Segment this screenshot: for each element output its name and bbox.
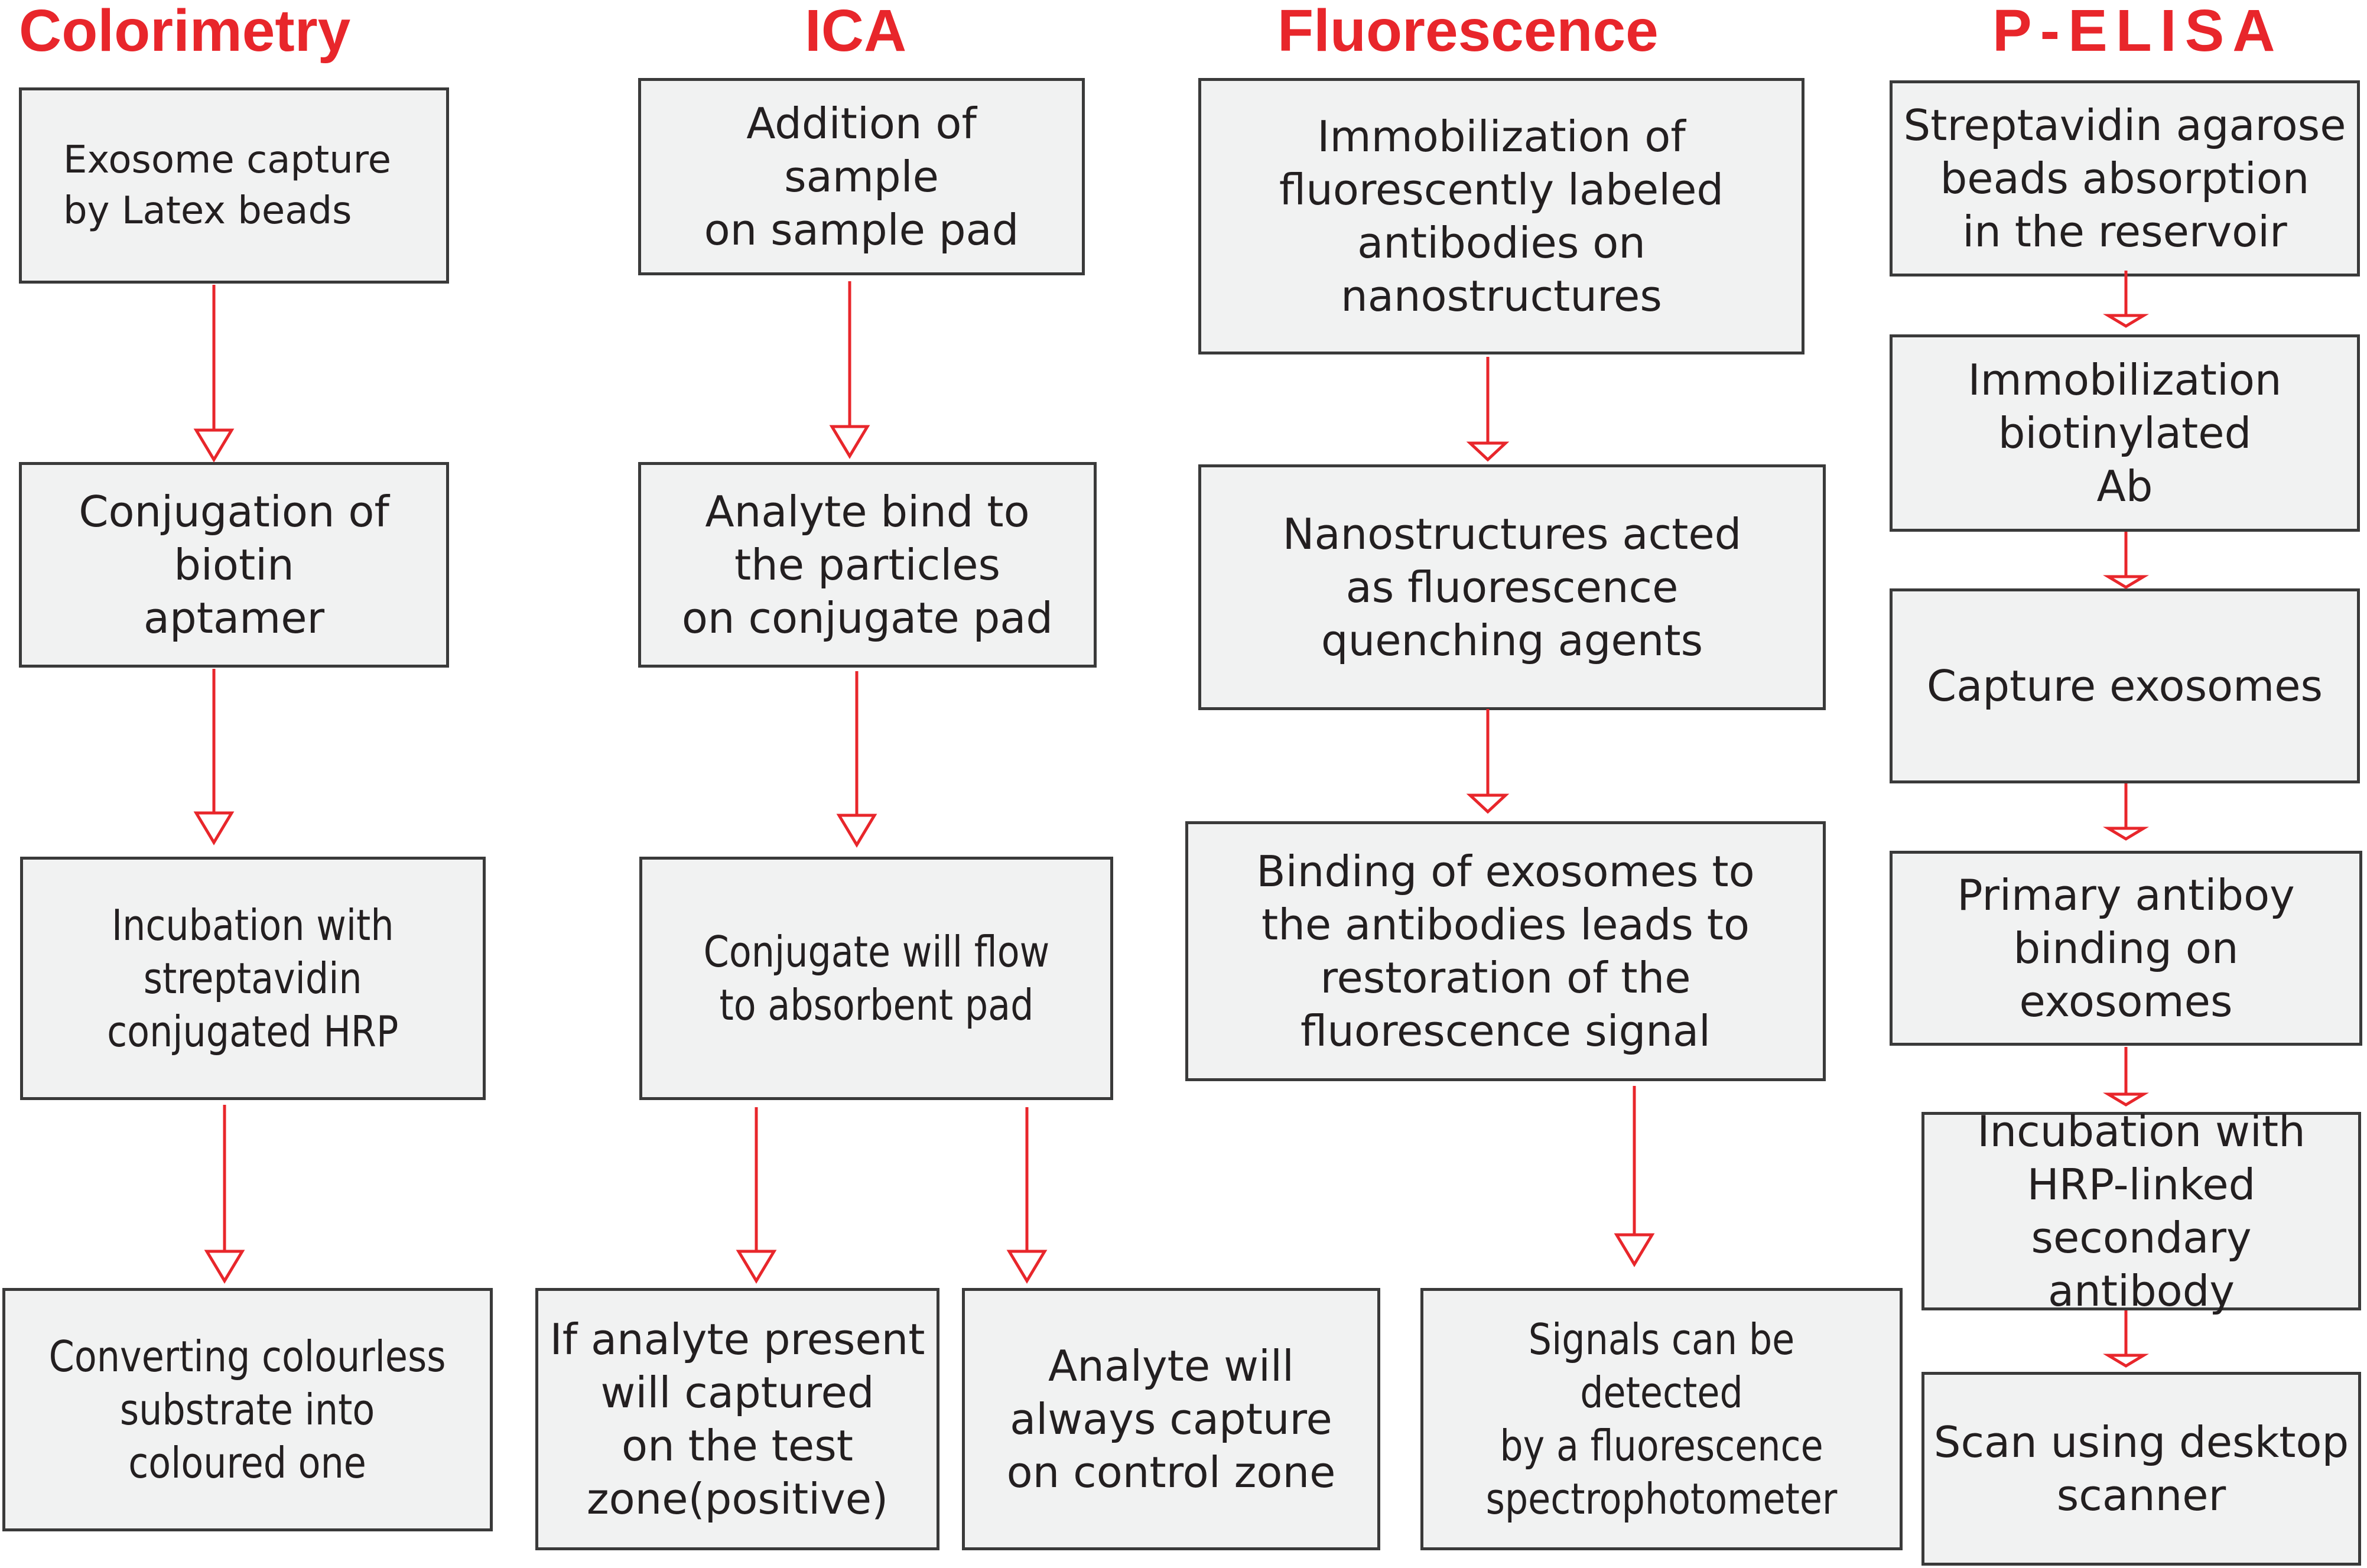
ica-arrow-control-zone-head: [1006, 1250, 1048, 1284]
colorimetry-step-3: Incubation with streptavidin conjugated …: [20, 857, 486, 1100]
colorimetry-arrow-1: [193, 285, 235, 463]
p-elisa-arrow-1-head: [2102, 314, 2150, 328]
ica-title: ICA: [805, 0, 907, 64]
p-elisa-step-2: Immobilization biotinylated Ab: [1890, 334, 2360, 532]
p-elisa-arrow-3: [2102, 783, 2150, 841]
p-elisa-arrow-5-head: [2102, 1354, 2150, 1368]
fluorescence-step-3: Binding of exosomes to the antibodies le…: [1185, 821, 1826, 1081]
fluorescence-arrow-1: [1466, 357, 1510, 462]
colorimetry-arrow-2: [193, 669, 235, 845]
fluorescence-arrow-2: [1466, 709, 1510, 814]
ica-arrow-control-zone: [1006, 1107, 1048, 1284]
colorimetry-step-4: Converting colourless substrate into col…: [2, 1288, 493, 1531]
colorimetry-arrow-3: [204, 1105, 245, 1284]
fluorescence-arrow-1-head: [1466, 441, 1510, 462]
colorimetry-arrow-1-head: [193, 428, 235, 463]
fluorescence-arrow-3-head: [1614, 1233, 1655, 1267]
ica-step-3: Conjugate will flow to absorbent pad: [639, 857, 1113, 1100]
ica-arrow-2: [836, 671, 877, 848]
ica-arrow-2-head: [836, 814, 877, 848]
colorimetry-arrow-2-head: [193, 811, 235, 845]
p-elisa-step-3: Capture exosomes: [1890, 588, 2360, 783]
ica-step-1: Addition of sample on sample pad: [638, 78, 1085, 275]
p-elisa-arrow-4-head: [2102, 1092, 2150, 1107]
ica-arrow-1: [829, 281, 870, 459]
fluorescence-step-4: Signals can be detected by a fluorescenc…: [1420, 1288, 1903, 1550]
p-elisa-arrow-5: [2102, 1310, 2150, 1368]
p-elisa-step-5: Incubation with HRP-linked secondary ant…: [1921, 1107, 2361, 1316]
p-elisa-arrow-1: [2102, 271, 2150, 328]
fluorescence-title: Fluorescence: [1277, 0, 1659, 64]
colorimetry-step-2: Conjugation of biotin aptamer: [19, 462, 449, 668]
fluorescence-arrow-3: [1614, 1086, 1655, 1267]
fluorescence-step-1: Immobilization of fluorescently labeled …: [1198, 78, 1804, 354]
ica-arrow-1-head: [829, 425, 870, 459]
ica-step-2: Analyte bind to the particles on conjuga…: [638, 462, 1097, 668]
colorimetry-step-1: Exosome capture by Latex beads: [19, 87, 449, 284]
colorimetry-arrow-3-head: [204, 1250, 245, 1284]
ica-arrow-test-zone: [736, 1107, 777, 1284]
p-elisa-title: P-ELISA: [1992, 0, 2284, 64]
p-elisa-step-1: Streptavidin agarose beads absorption in…: [1890, 80, 2360, 276]
p-elisa-step-4: Primary antiboy binding on exosomes: [1890, 851, 2362, 1046]
p-elisa-arrow-4: [2102, 1047, 2150, 1107]
fluorescence-step-2: Nanostructures acted as fluorescence que…: [1198, 464, 1826, 710]
fluorescence-arrow-2-head: [1466, 793, 1510, 814]
p-elisa-step-6: Scan using desktop scanner: [1921, 1372, 2361, 1566]
ica-branch-control-zone: Analyte will always capture on control z…: [962, 1288, 1380, 1550]
p-elisa-arrow-2-head: [2102, 575, 2150, 589]
colorimetry-title: Colorimetry: [19, 0, 351, 64]
p-elisa-arrow-3-head: [2102, 827, 2150, 841]
ica-branch-test-zone: If analyte present will captured on the …: [535, 1288, 939, 1550]
p-elisa-arrow-2: [2102, 532, 2150, 589]
ica-arrow-test-zone-head: [736, 1250, 777, 1284]
